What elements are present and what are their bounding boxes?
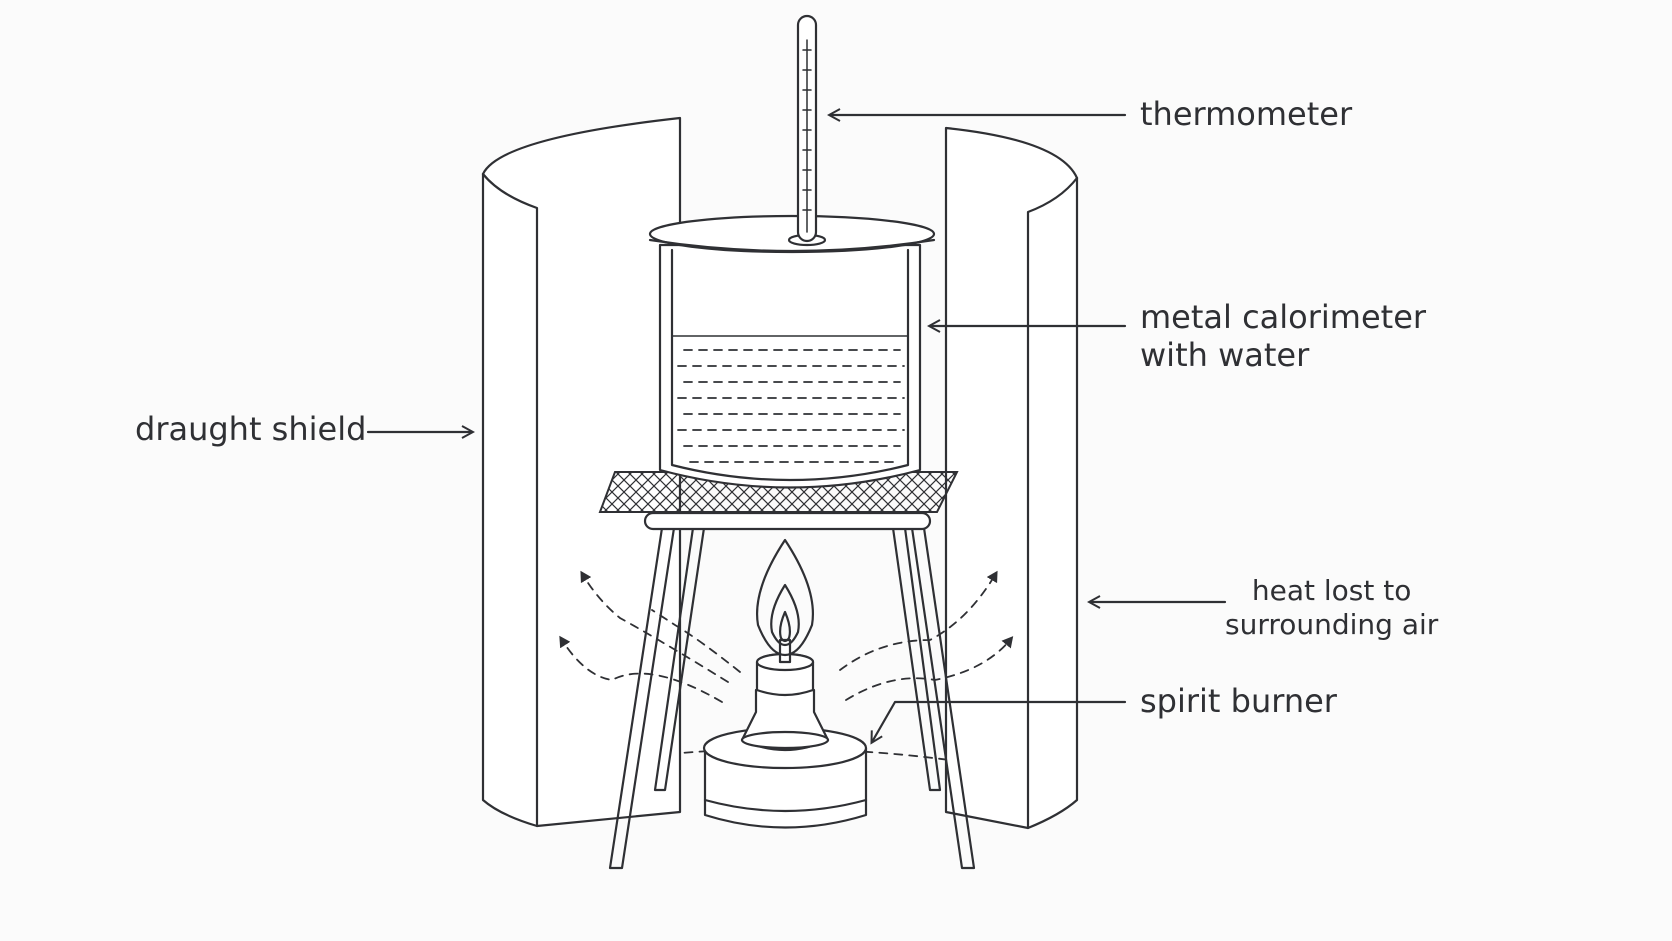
spirit-burner (702, 538, 868, 829)
water (677, 349, 905, 463)
leader-lines (366, 115, 1227, 742)
thermometer (787, 14, 827, 247)
metal-calorimeter (648, 214, 936, 489)
calorimeter-label: metal calorimeter with water (1140, 298, 1427, 375)
thermometer-label: thermometer (1140, 95, 1353, 133)
heat-loss-arrows (559, 570, 1014, 703)
spirit-burner-leader (872, 700, 1127, 742)
draught-shield-right (944, 126, 1079, 830)
draught-shield-label: draught shield (135, 410, 367, 448)
spirit-burner-label: spirit burner (1140, 682, 1337, 720)
draught-shield-left (481, 116, 682, 828)
heat-lost-label: heat lost to surrounding air (1225, 574, 1439, 641)
flame-icon (756, 538, 814, 657)
